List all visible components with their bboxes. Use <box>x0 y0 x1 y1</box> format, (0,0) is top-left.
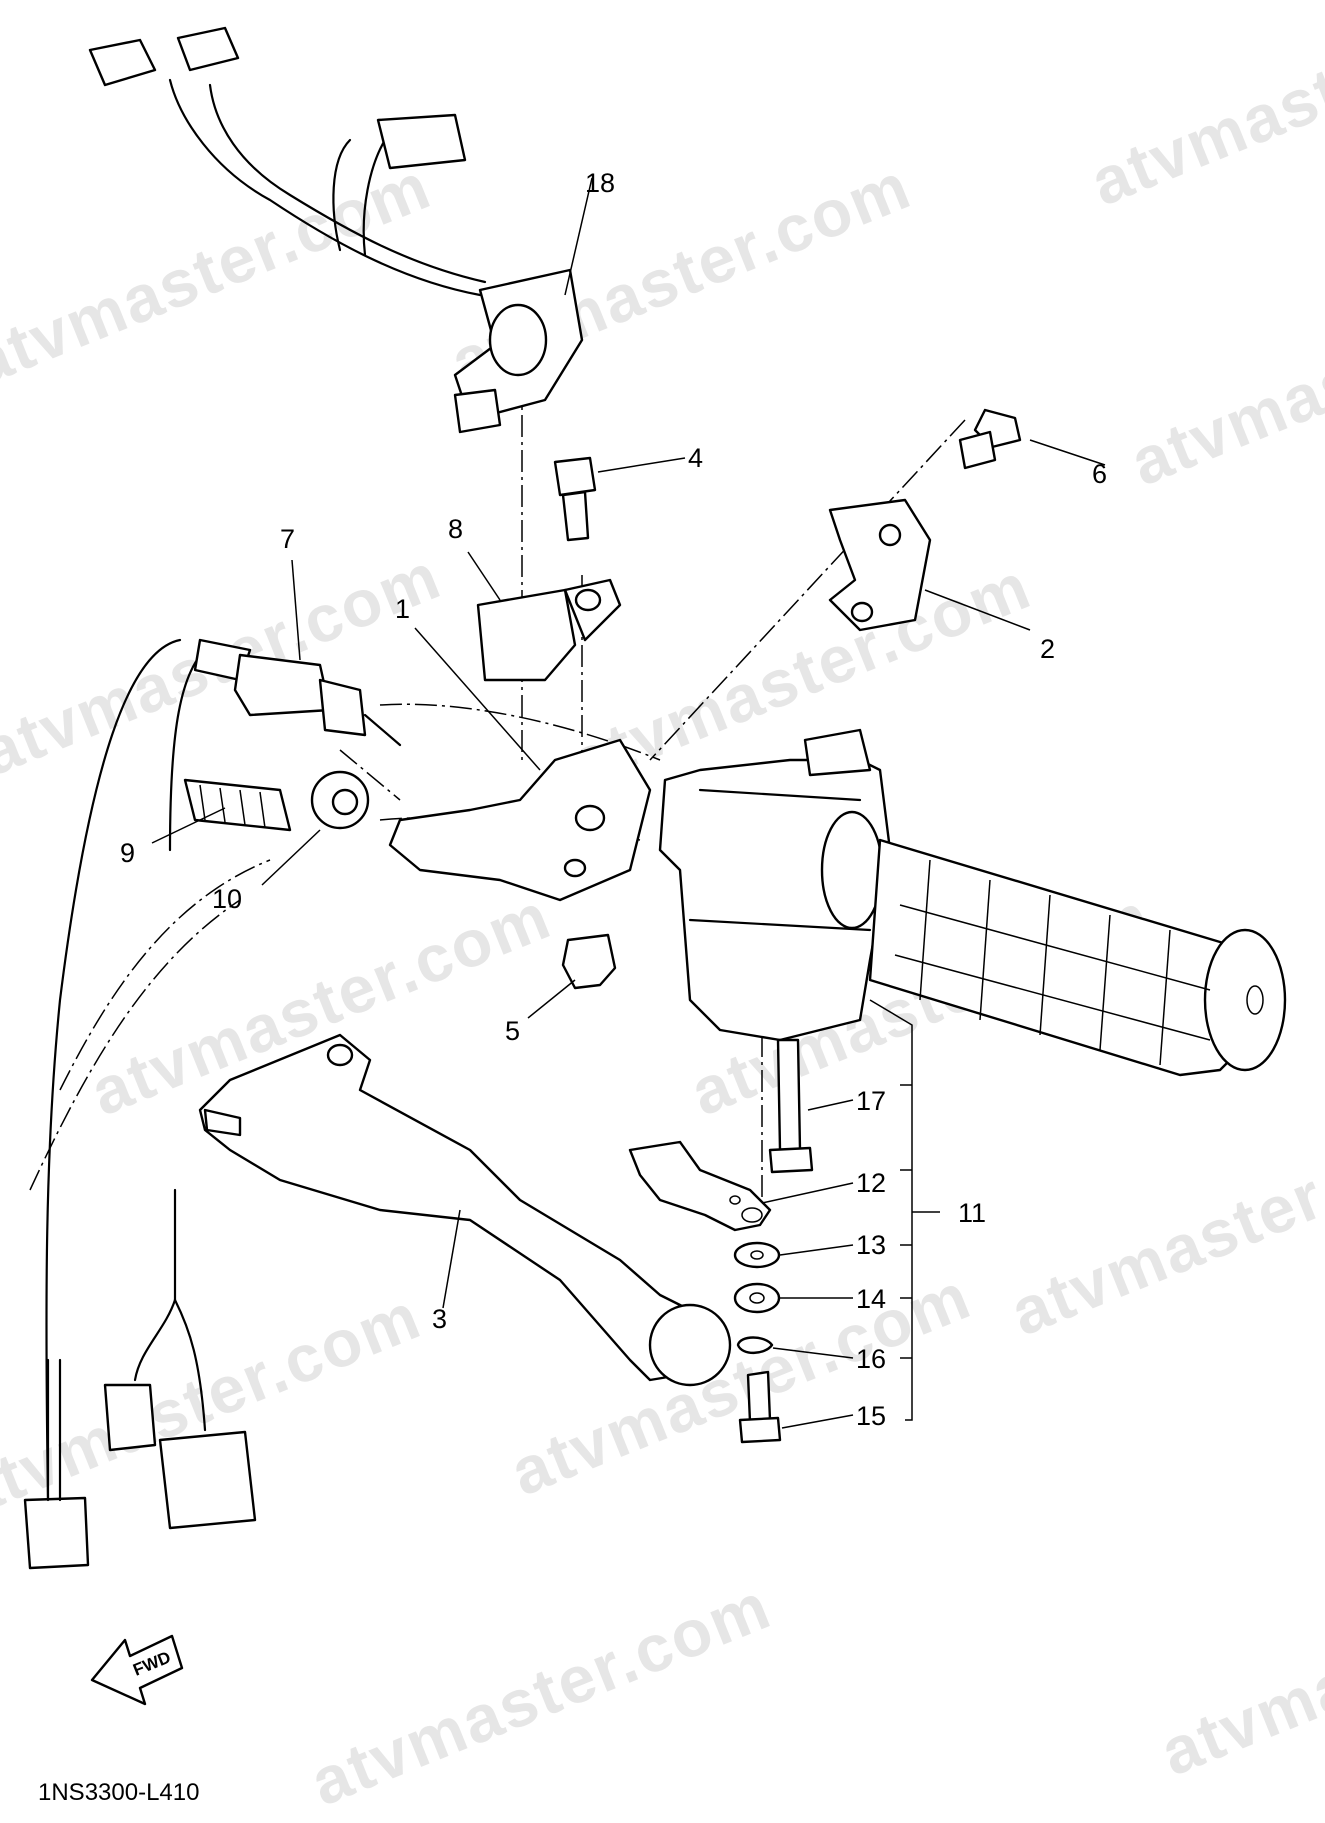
part-7-brake-switch <box>45 638 402 1502</box>
part-12-plate <box>628 1140 772 1232</box>
part-18-switch-assembly <box>88 26 584 434</box>
part-6-screw <box>958 408 1022 470</box>
callout-4: 4 <box>688 443 703 473</box>
callout-11: 11 <box>958 1198 986 1228</box>
part-8-bracket <box>476 578 622 682</box>
part-5-nut <box>561 933 617 990</box>
callout-16: 16 <box>856 1344 886 1374</box>
part-15-bolt <box>738 1370 782 1444</box>
part-1-lever-holder <box>388 738 652 902</box>
callout-1: 1 <box>395 594 410 624</box>
callout-8: 8 <box>448 514 463 544</box>
part-9-adjuster <box>183 778 292 832</box>
part-4-bolt <box>553 456 597 542</box>
callout-15: 15 <box>856 1401 886 1431</box>
part-14-washer <box>733 1282 781 1314</box>
handlebar-grip <box>868 838 1287 1077</box>
callout-6: 6 <box>1092 459 1107 489</box>
callout-18: 18 <box>585 168 615 198</box>
callout-10: 10 <box>212 884 242 914</box>
part-2-clamp <box>828 498 932 632</box>
callout-3: 3 <box>432 1304 447 1334</box>
callout-12: 12 <box>856 1168 886 1198</box>
callout-14: 14 <box>856 1284 886 1314</box>
part-13-washer <box>733 1241 781 1269</box>
part-16-clip <box>736 1336 774 1355</box>
callout-5: 5 <box>505 1016 520 1046</box>
part-17-bolt <box>768 1038 814 1174</box>
callout-13: 13 <box>856 1230 886 1260</box>
callout-9: 9 <box>120 838 135 868</box>
callout-2: 2 <box>1040 634 1055 664</box>
leader-lines <box>151 177 1106 1429</box>
callout-17: 17 <box>856 1086 886 1116</box>
part-3-brake-lever <box>198 1033 732 1387</box>
fwd-arrow: FWD <box>90 1634 184 1706</box>
callouts: 18 4 6 8 7 1 2 9 10 5 17 12 11 13 14 16 … <box>120 168 1107 1431</box>
handlebar-switch-housing <box>658 728 892 1042</box>
part-10-nut <box>310 770 370 830</box>
callout-7: 7 <box>280 524 295 554</box>
diagram-code: 1NS3300-L410 <box>38 1779 199 1806</box>
wire-connectors <box>23 1188 257 1570</box>
